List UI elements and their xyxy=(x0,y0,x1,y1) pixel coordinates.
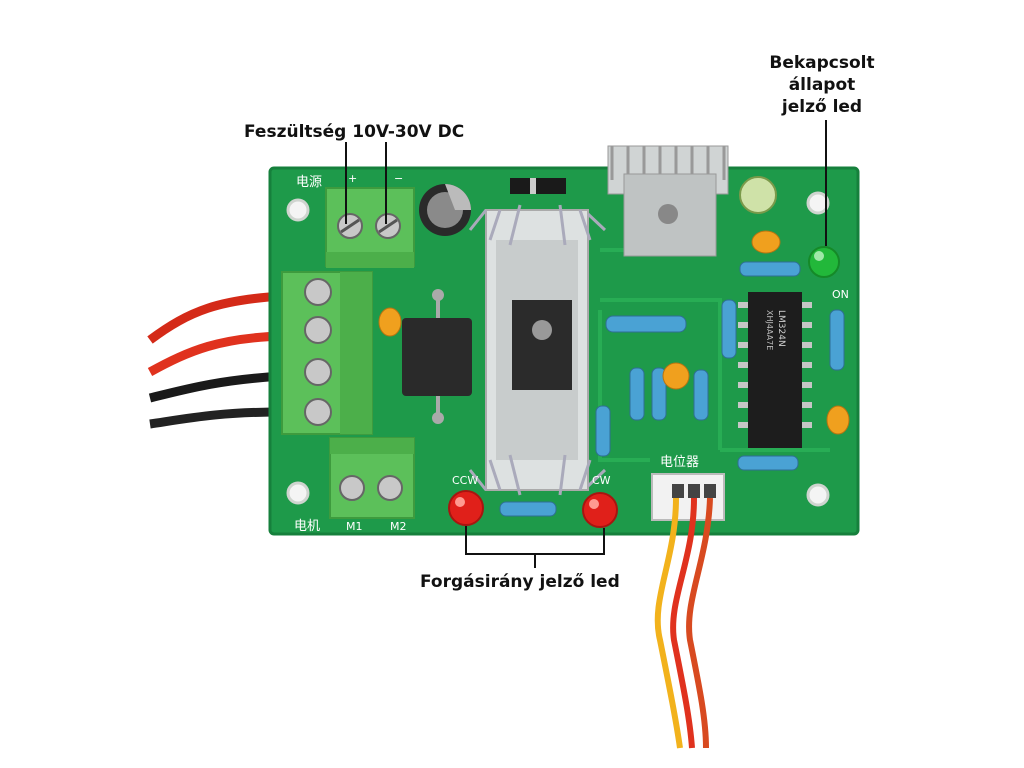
silk-pot-label: 电位器 xyxy=(660,455,699,470)
power-terminal-block xyxy=(325,187,415,268)
resistors xyxy=(499,261,845,517)
silk-chip: LM324N xyxy=(776,310,786,347)
ccw-led xyxy=(448,490,484,526)
voltage-regulator xyxy=(607,145,729,257)
power-led-callout-line1: Bekapcsolt xyxy=(769,53,875,73)
power-led-callout-line2: állapot xyxy=(788,75,856,95)
mounting-holes xyxy=(286,191,830,507)
motor-terminal-block xyxy=(329,437,415,519)
silk-ccw: CCW xyxy=(452,474,478,487)
input-wires xyxy=(147,291,283,429)
diode-top xyxy=(510,178,566,194)
diode-large xyxy=(402,289,472,424)
silk-minus: − xyxy=(394,172,403,185)
capacitor-large xyxy=(419,184,471,236)
ceramic-caps xyxy=(378,230,850,435)
cw-led xyxy=(582,492,618,528)
silk-chip2: XHJ4AA7E xyxy=(765,310,774,350)
input-terminal-block xyxy=(281,271,373,435)
silk-power-label: 电源 xyxy=(296,175,322,190)
silk-on: ON xyxy=(832,288,849,301)
power-led-callout-line3: jelző led xyxy=(781,97,863,117)
capacitor-small xyxy=(739,176,777,214)
direction-led-callout: Forgásirány jelző led xyxy=(420,572,620,592)
silk-cw: CW xyxy=(592,474,611,487)
power-led-callout: Bekapcsolt állapot jelző led xyxy=(762,52,882,118)
pot-wires xyxy=(654,497,713,749)
silk-m2: M2 xyxy=(390,520,407,533)
silk-plus: + xyxy=(348,172,357,185)
silk-motor-label: 电机 xyxy=(294,519,320,534)
ic-chip xyxy=(738,292,812,448)
pot-connector xyxy=(651,473,725,521)
callout-lines xyxy=(345,120,827,568)
voltage-callout: Feszültség 10V-30V DC xyxy=(244,122,465,142)
silk-m1: M1 xyxy=(346,520,363,533)
power-led xyxy=(808,246,840,278)
heatsink xyxy=(468,204,607,496)
